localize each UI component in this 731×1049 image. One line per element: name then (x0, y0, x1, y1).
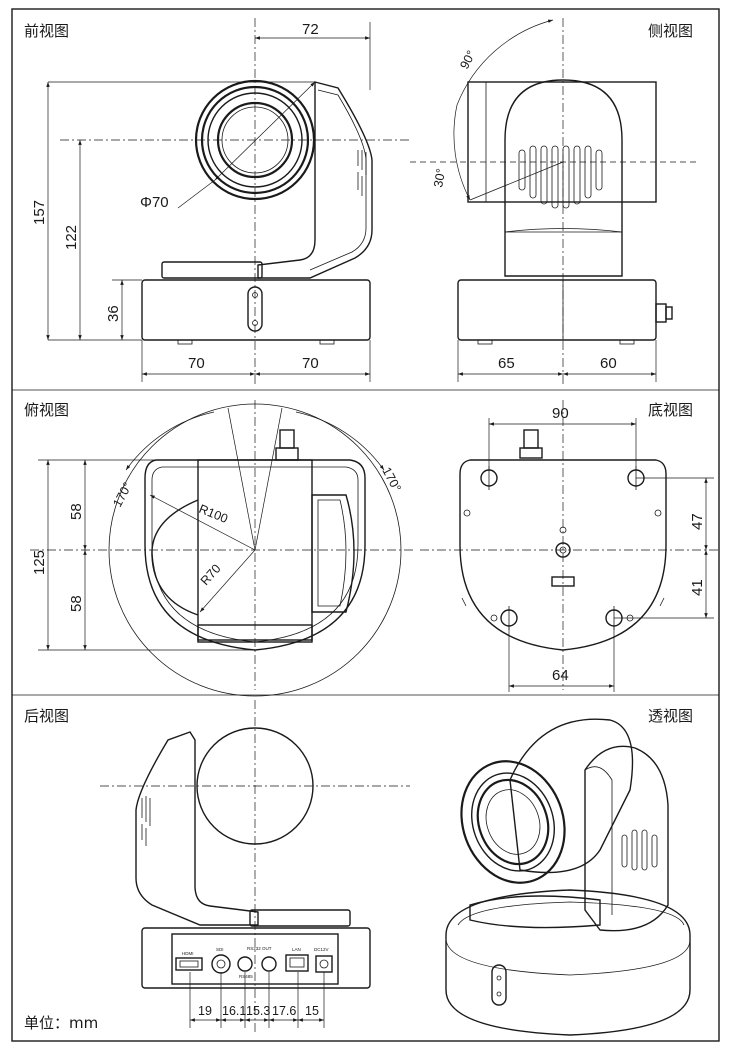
front-lens-diameter: Φ70 (140, 194, 169, 211)
rear-dim-2: 16.1 (222, 1004, 246, 1018)
top-view-title: 俯视图 (24, 401, 69, 419)
side-base-right: 60 (600, 355, 617, 372)
perspective-view (445, 718, 691, 1036)
perspective-vents (621, 829, 658, 871)
port-label-lan: LAN (292, 947, 301, 952)
top-depth-total: 125 (31, 550, 48, 575)
bottom-view-title: 底视图 (648, 401, 693, 419)
sheet-frame (11, 8, 720, 1042)
front-base-left: 70 (188, 355, 205, 372)
bottom-offset-lower: 41 (689, 579, 706, 596)
perspective-view-title: 透视图 (648, 707, 693, 725)
side-tilt-up: 90° (457, 48, 478, 71)
unit-label: 单位：mm (24, 1014, 98, 1032)
port-label-sdi: SDI (216, 947, 224, 952)
rear-dim-5: 15 (305, 1004, 319, 1018)
bottom-span-top: 90 (552, 405, 569, 422)
top-pan-left: 170° (110, 480, 135, 509)
bottom-view: 90 47 41 64 (420, 400, 718, 692)
front-view: 72 Φ70 157 122 36 70 70 (31, 18, 410, 385)
front-width-dim: 72 (302, 21, 319, 38)
side-tilt-down: 30° (431, 167, 448, 188)
top-half-lower: 58 (68, 595, 85, 612)
rear-ports: HDMI SDI RS232 OUT RS485 LAN DC12V (175, 946, 333, 979)
port-label-rs232: RS232 OUT (247, 946, 272, 951)
port-label-rs485: RS485 (239, 974, 253, 979)
front-height-total: 157 (31, 200, 48, 225)
rear-dim-4: 17.6 (272, 1004, 296, 1018)
front-view-title: 前视图 (24, 22, 69, 40)
rear-view-title: 后视图 (24, 707, 69, 725)
port-label-hdmi: HDMI (182, 951, 194, 956)
bottom-mount-holes (463, 466, 662, 630)
side-vents (518, 145, 603, 209)
rear-view: HDMI SDI RS232 OUT RS485 LAN DC12V (100, 700, 410, 1035)
rear-dim-1: 19 (198, 1004, 212, 1018)
side-base-left: 65 (498, 355, 515, 372)
rear-dim-3: 15.3 (246, 1004, 270, 1018)
port-label-dc: DC12V (314, 947, 329, 952)
front-base-height: 36 (105, 305, 122, 322)
top-half-upper: 58 (68, 503, 85, 520)
side-view: 90° 30° 65 60 (410, 18, 700, 385)
side-view-title: 侧视图 (648, 22, 693, 40)
top-radius-inner: R70 (198, 562, 224, 588)
bottom-span-bottom: 64 (552, 667, 569, 684)
bottom-offset-upper: 47 (689, 513, 706, 530)
front-base-right: 70 (302, 355, 319, 372)
front-height-axis: 122 (63, 225, 80, 250)
top-view: 170° 170° R100 R70 125 58 58 (30, 400, 415, 697)
